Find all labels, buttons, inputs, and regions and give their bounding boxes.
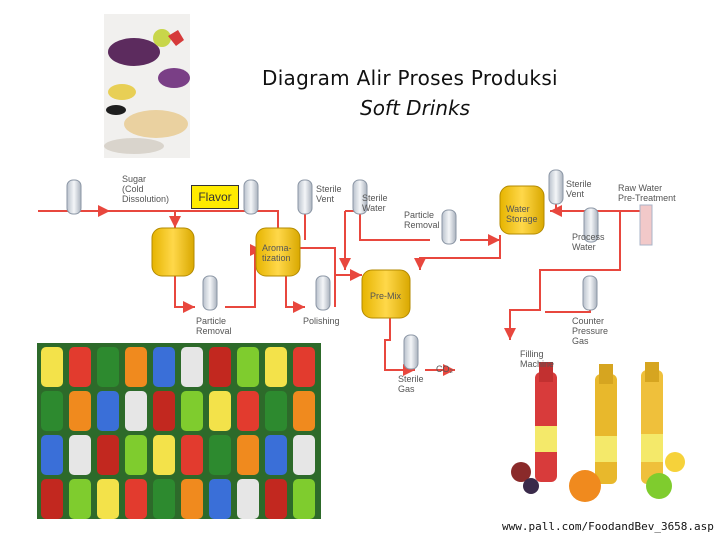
bottle-shape [69,391,91,431]
label-counter-pressure: Counter Pressure Gas [572,316,609,346]
label-co2: CO₂ [436,364,453,374]
bottle-shape [209,435,231,475]
bottle-shape [265,435,287,475]
source-url: www.pall.com/FoodandBev_3658.asp [502,520,714,533]
bottle-shape [237,347,259,387]
aromatization-tank [255,227,301,277]
label-particle-removal-top: Particle Removal [404,210,440,230]
label-sterile-gas: Sterile Gas [398,374,424,394]
diagram-title: Diagram Alir Proses Produksi [262,66,558,90]
bottle-shape [41,391,63,431]
bottle-shape [41,347,63,387]
pretreatment-column [639,204,653,246]
bottle-shape [125,391,147,431]
bottle-shape [293,435,315,475]
malt-bottles-photo [507,362,691,508]
bottle-shape [125,347,147,387]
bottle-shape [293,479,315,519]
bottle-shape [69,347,91,387]
bottle-shape [41,479,63,519]
bottle-shape [209,391,231,431]
bottle-shape [97,479,119,519]
bottle-shape [125,479,147,519]
filter-housing [66,169,599,370]
label-water-storage: Water Storage [506,204,538,224]
bottle-shape [125,435,147,475]
label-particle-removal-bottom: Particle Removal [196,316,232,336]
bottle-shape [209,347,231,387]
bottle-shape [69,435,91,475]
bottle-shape [237,435,259,475]
water-storage-tank [499,185,545,235]
fruit-powder-photo [104,14,190,158]
pre-mix-tank [361,269,411,319]
bottle-shape [265,479,287,519]
bottle-shape [209,479,231,519]
label-polishing: Polishing [303,316,340,326]
bottle-shape [293,347,315,387]
bottle-shape [97,391,119,431]
bottle-shape [237,391,259,431]
bottle-shape [97,435,119,475]
label-process-water: Process Water [572,232,605,252]
flavor-box: Flavor [191,185,239,209]
bottle-shape [265,347,287,387]
label-pre-mix: Pre-Mix [370,291,401,301]
label-aromatization: Aroma- tization [262,243,292,263]
label-sterile-vent-2: Sterile Vent [566,179,592,199]
sugar-tank [151,227,195,277]
diagram-subtitle: Soft Drinks [360,96,471,120]
bottle-shape [153,435,175,475]
bottle-shape [181,435,203,475]
bottle-shape [153,479,175,519]
bottle-shape [153,347,175,387]
bottle-shape [97,347,119,387]
bottle-shape [293,391,315,431]
bottle-shape [237,479,259,519]
bottle-shape [265,391,287,431]
label-raw-water: Raw Water Pre-Treatment [618,183,676,203]
bottle-shape [153,391,175,431]
bottle-shape [41,435,63,475]
bottles-photo [37,343,321,519]
bottle-shape [181,479,203,519]
bottle-shape [181,391,203,431]
bottle-shape [69,479,91,519]
label-sterile-water: Sterile Water [362,193,388,213]
label-filling-machine: Filling Machine [520,349,555,369]
label-sterile-vent-1: Sterile Vent [316,184,342,204]
bottle-shape [181,347,203,387]
label-sugar: Sugar (Cold Dissolution) [122,174,170,204]
